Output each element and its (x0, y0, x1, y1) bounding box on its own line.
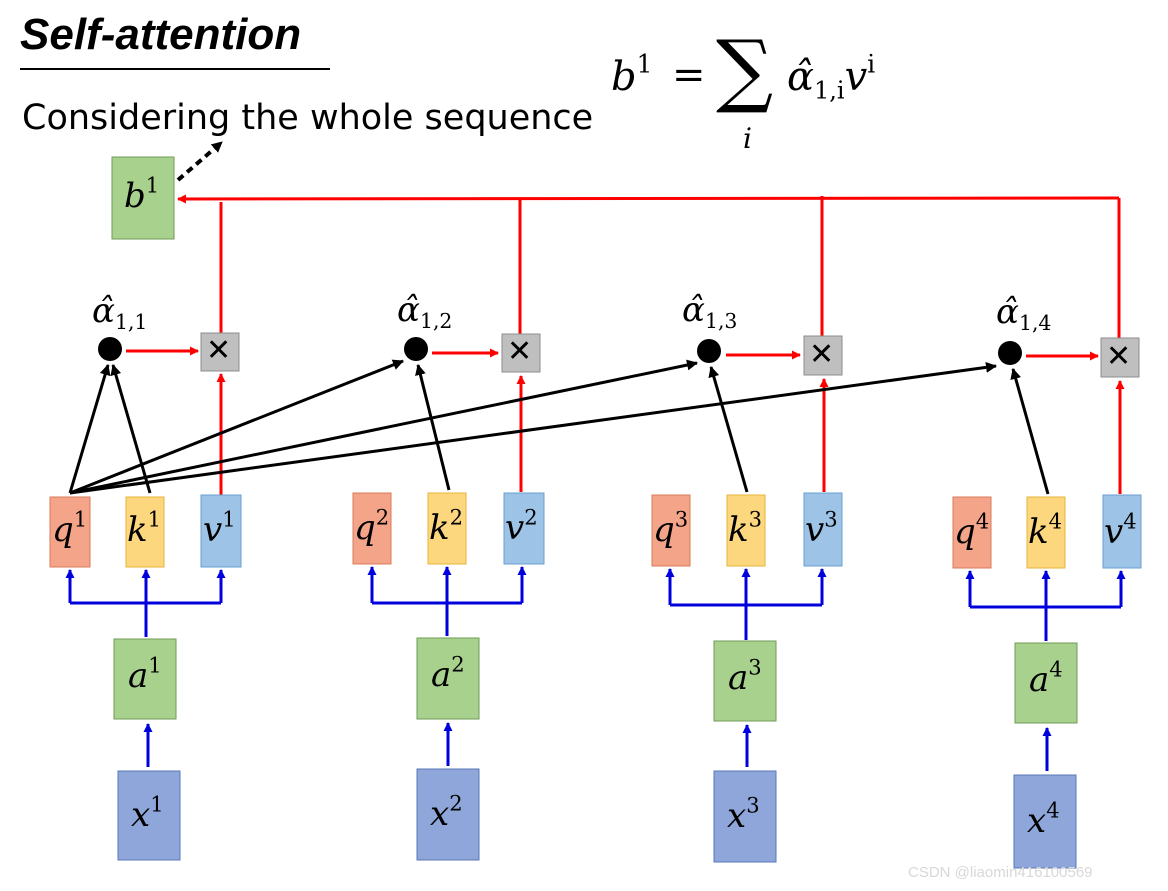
k3-label: k3 (728, 506, 763, 550)
k4-box (1026, 496, 1066, 569)
a3-box (713, 640, 777, 722)
sum-index: i (743, 122, 752, 155)
q4-label: q4 (954, 508, 990, 552)
k1-label: k1 (127, 506, 162, 550)
x1-box (117, 770, 181, 861)
x4-box (1013, 774, 1077, 869)
alpha-dot-4 (998, 341, 1022, 365)
a4-label: a4 (1029, 656, 1063, 700)
x2-label: x2 (430, 790, 463, 834)
alpha-dot-3 (697, 339, 721, 363)
x2-box (416, 768, 480, 861)
v2-label: v2 (505, 504, 538, 548)
v4-box (1102, 494, 1142, 569)
v3-label: v3 (805, 506, 838, 550)
v3-box (803, 492, 843, 567)
q3-label: q3 (653, 506, 689, 550)
q1-label: q1 (52, 506, 88, 550)
a2-box (416, 637, 480, 720)
k4-label: k4 (1028, 508, 1063, 552)
sigma-symbol: ∑ (716, 23, 774, 116)
multiply-box-3 (803, 335, 843, 376)
v1-box (200, 494, 242, 568)
alpha-dot-1 (98, 337, 122, 361)
q3-box (651, 494, 691, 567)
x1-label: x1 (131, 791, 164, 835)
title-underline (20, 68, 330, 70)
csdn-watermark: CSDN @liaomin416100569 (908, 864, 1093, 881)
a4-box (1014, 642, 1078, 724)
q1-box (49, 496, 91, 568)
x3-label: x3 (727, 792, 760, 836)
column-4 (952, 337, 1142, 869)
multiply-glyph-4: ✕ (1106, 339, 1132, 374)
multiply-box-4 (1100, 337, 1140, 378)
column-3 (651, 335, 843, 863)
alpha-label-3: α̂1,3 (682, 290, 738, 334)
a1-label: a1 (128, 652, 162, 696)
k3-box (726, 494, 766, 567)
alpha-label-2: α̂1,2 (397, 290, 453, 334)
alpha-dot-2 (404, 337, 428, 361)
attention-arrows (68, 359, 1050, 495)
multiply-box-2 (501, 333, 541, 373)
considering-arrow (176, 140, 224, 182)
formula-rhs: α̂1,ivi (787, 49, 876, 105)
b1-label: b1 (124, 172, 160, 216)
v2-box (503, 492, 545, 565)
weighted-sum-bus (177, 194, 1121, 340)
multiply-box-1 (200, 332, 240, 372)
formula-lhs: b1 (611, 49, 653, 100)
alpha-label-4: α̂1,4 (996, 292, 1052, 336)
a3-label: a3 (728, 654, 762, 698)
column-2 (352, 333, 545, 861)
column-1 (49, 332, 242, 861)
k2-label: k2 (429, 504, 464, 548)
v4-label: v4 (1104, 508, 1137, 552)
k2-box (427, 492, 467, 565)
x3-box (713, 770, 777, 863)
x4-label: x4 (1027, 797, 1060, 841)
a2-label: a2 (431, 651, 465, 695)
q2-box (352, 492, 392, 565)
multiply-glyph-1: ✕ (206, 333, 232, 368)
v1-label: v1 (203, 506, 236, 550)
k1-box (125, 496, 165, 568)
formula-equals: = (672, 52, 706, 98)
multiply-glyph-2: ✕ (507, 334, 533, 369)
q4-box (952, 496, 992, 569)
b1-box (111, 156, 175, 240)
alpha-label-1: α̂1,1 (92, 291, 148, 335)
q2-label: q2 (354, 504, 390, 548)
multiply-glyph-3: ✕ (809, 337, 835, 372)
slide-title: Self-attention (20, 10, 302, 59)
slide-subtitle: Considering the whole sequence (22, 98, 594, 138)
a1-box (113, 638, 177, 720)
